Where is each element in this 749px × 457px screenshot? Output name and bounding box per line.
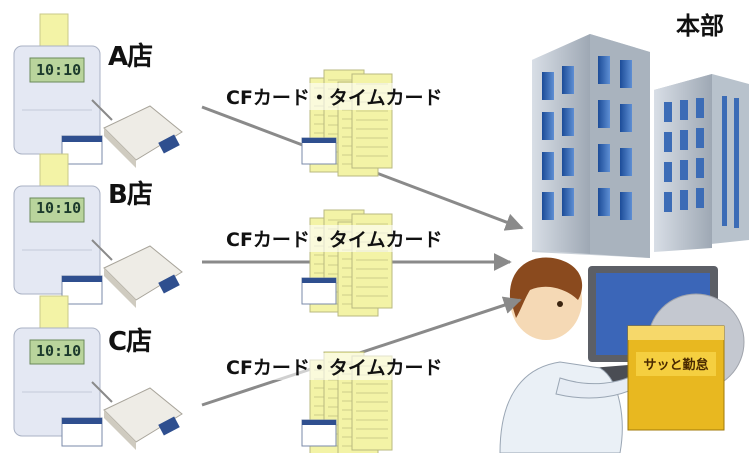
clock-display-c: 10:10 — [36, 342, 82, 360]
store-label-c: C店 — [108, 327, 152, 357]
flow-label-a: CFカード・タイムカード — [226, 83, 443, 110]
time-clock-icon — [13, 295, 103, 447]
card-reader-icon — [91, 381, 183, 450]
software-box-title: サッと勤怠 — [643, 357, 708, 373]
card-reader-icon — [91, 99, 183, 168]
flow-label-b: CFカード・タイムカード — [226, 225, 443, 252]
software-box-icon — [627, 293, 745, 431]
store-label-b: B店 — [108, 180, 153, 210]
time-clock-icon — [13, 13, 103, 165]
hq-label: 本部 — [676, 12, 724, 40]
store-label-a: A店 — [108, 42, 153, 72]
headquarters-building-icon — [532, 34, 749, 258]
clock-display-b: 10:10 — [36, 199, 82, 217]
time-clock-icon — [13, 153, 103, 305]
clock-display-a: 10:10 — [36, 61, 82, 79]
flow-label-c: CFカード・タイムカード — [226, 353, 443, 380]
card-reader-icon — [91, 239, 183, 308]
